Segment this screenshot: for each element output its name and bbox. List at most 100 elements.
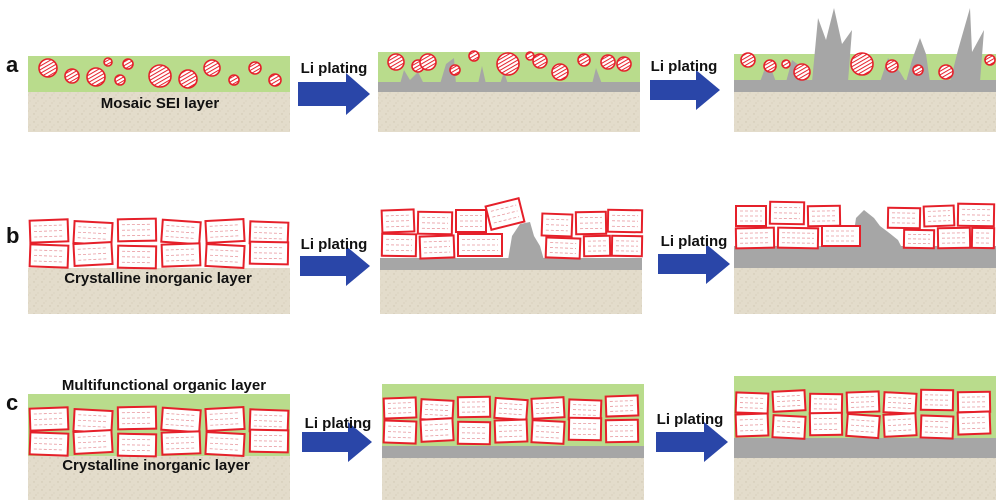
crystal-block xyxy=(116,217,158,243)
crystal-block xyxy=(530,396,566,420)
arrow-a2: Li plating xyxy=(650,58,720,110)
substrate xyxy=(382,456,644,500)
mosaic-particles xyxy=(38,57,282,89)
crystal-block xyxy=(806,204,842,228)
crystal-block xyxy=(248,220,290,246)
arrow-shape xyxy=(658,244,730,284)
crystal-block xyxy=(204,405,246,433)
arrow-label: Li plating xyxy=(301,60,368,77)
row-b: b Crystalline inorganic layer Li plating… xyxy=(6,197,996,314)
substrate xyxy=(734,456,996,500)
row-letter-a: a xyxy=(6,52,19,77)
crystal-block xyxy=(382,396,418,420)
crystal-block xyxy=(456,395,492,419)
arrow-shape xyxy=(656,422,728,462)
crystalline-blocks xyxy=(28,217,290,270)
crystal-block xyxy=(530,419,566,445)
panel-label-crystalline: Crystalline inorganic layer xyxy=(64,270,252,287)
crystal-block xyxy=(604,418,640,444)
substrate xyxy=(28,268,290,314)
crystal-block xyxy=(970,226,996,250)
crystal-block xyxy=(28,406,70,432)
crystal-block xyxy=(248,240,290,266)
crystal-block xyxy=(936,226,972,250)
lithium-layer xyxy=(378,82,640,92)
crystal-block xyxy=(845,390,881,414)
substrate xyxy=(28,92,290,132)
crystal-block xyxy=(28,243,70,269)
crystal-block xyxy=(734,226,776,250)
crystal-block xyxy=(886,206,922,230)
crystal-block xyxy=(882,391,918,415)
crystal-block xyxy=(116,405,158,431)
panel-c3 xyxy=(734,376,996,500)
arrow-c2: Li plating xyxy=(656,411,728,462)
crystal-block xyxy=(380,232,418,258)
lithium-dendrite xyxy=(852,210,902,248)
crystal-block xyxy=(956,410,992,436)
panel-c2 xyxy=(382,384,644,500)
crystal-block xyxy=(821,225,861,247)
crystal-block xyxy=(735,205,767,227)
panel-label-crystalline: Crystalline inorganic layer xyxy=(62,457,250,474)
crystal-block xyxy=(771,389,807,413)
crystal-block xyxy=(768,200,806,226)
arrow-c1: Li plating xyxy=(302,415,372,462)
crystal-block xyxy=(160,430,202,456)
lithium-dendrites xyxy=(760,8,984,82)
crystal-block xyxy=(606,208,644,234)
substrate xyxy=(380,268,642,314)
arrow-shape xyxy=(298,73,370,115)
crystal-block xyxy=(493,396,529,422)
panel-b2 xyxy=(380,197,644,314)
mosaic-particles xyxy=(387,50,632,81)
crystalline-blocks xyxy=(734,200,996,250)
crystal-block xyxy=(160,242,202,268)
crystal-block xyxy=(382,419,418,445)
arrow-shape xyxy=(650,70,720,110)
crystal-block xyxy=(419,417,455,443)
crystal-block xyxy=(604,394,640,418)
panel-label-mosaic: Mosaic SEI layer xyxy=(101,95,220,112)
row-a: a Mosaic SEI layer Li plating xyxy=(6,8,996,132)
crystal-block xyxy=(116,244,158,270)
panel-c1: Crystalline inorganic layer xyxy=(28,394,290,500)
arrow-label: Li plating xyxy=(301,236,368,253)
panel-b1: Crystalline inorganic layer xyxy=(28,217,290,314)
crystal-block xyxy=(455,209,487,233)
lithium-layer xyxy=(734,80,996,92)
mosaic-particles xyxy=(740,52,996,81)
crystalline-blocks xyxy=(28,405,290,458)
crystal-block xyxy=(776,226,820,250)
arrow-b1: Li plating xyxy=(300,236,370,286)
crystal-block xyxy=(456,420,492,446)
crystal-block xyxy=(567,416,603,442)
crystal-block xyxy=(204,242,246,270)
crystalline-blocks xyxy=(382,394,640,446)
arrow-shape xyxy=(302,422,372,462)
crystal-block xyxy=(457,233,503,257)
crystal-block xyxy=(419,398,455,422)
panel-a1: Mosaic SEI layer xyxy=(28,56,290,132)
crystal-block xyxy=(956,202,996,228)
crystal-block xyxy=(28,218,70,244)
lithium-dendrite xyxy=(508,222,544,260)
crystal-block xyxy=(845,412,881,440)
arrow-b2: Li plating xyxy=(658,233,730,284)
crystal-block xyxy=(72,428,114,456)
crystal-block xyxy=(416,210,454,236)
substrate xyxy=(734,90,996,132)
crystal-block xyxy=(902,228,936,250)
row-c: c Multifunctional organic layer Crystall… xyxy=(6,376,996,500)
panel-a3 xyxy=(734,8,996,132)
crystalline-blocks xyxy=(380,197,644,260)
crystal-block xyxy=(919,388,955,412)
arrow-shape xyxy=(300,246,370,286)
crystal-block xyxy=(484,197,526,231)
crystal-block xyxy=(956,390,992,414)
crystal-block xyxy=(160,218,202,246)
crystal-block xyxy=(380,208,416,234)
crystal-block xyxy=(28,431,70,457)
row-letter-c: c xyxy=(6,390,18,415)
